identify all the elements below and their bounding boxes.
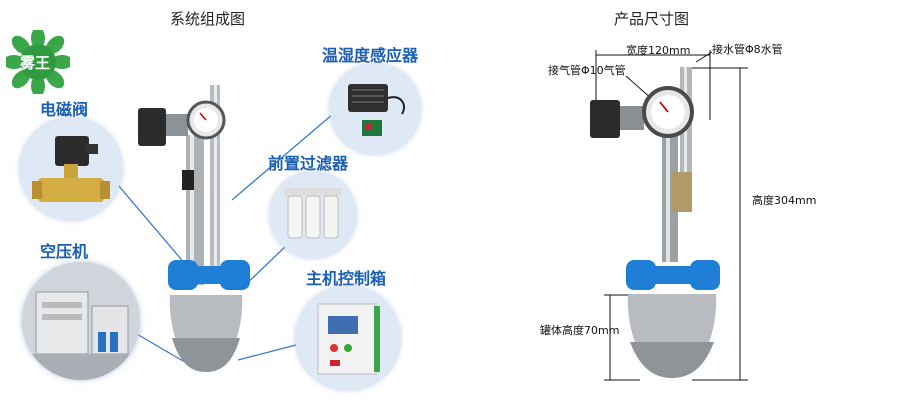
solenoid-valve-image	[20, 118, 122, 220]
dimension-diagram-title: 产品尺寸图	[614, 10, 690, 28]
air-compressor-label: 空压机	[40, 242, 89, 261]
prefilter-image	[270, 172, 356, 258]
humidity-sensor-image	[330, 64, 420, 154]
brand-logo: 雾王 ®	[3, 27, 73, 97]
air-compressor-image	[22, 262, 140, 380]
height-dimension-label: 高度304mm	[752, 194, 817, 207]
solenoid-valve-label: 电磁阀	[40, 100, 89, 119]
humidity-sensor-label: 温湿度感应器	[322, 46, 419, 65]
water-pipe-label: 接水管Φ8水管	[712, 43, 783, 56]
tank-height-label: 罐体高度70mm	[540, 324, 620, 337]
dimension-product-image	[590, 67, 720, 378]
system-diagram-title: 系统组成图	[170, 10, 246, 28]
control-box-image	[296, 286, 400, 390]
system-product-image	[138, 85, 250, 372]
width-dimension-label: 宽度120mm	[626, 44, 691, 57]
leaf-wreath-logo-icon	[3, 27, 73, 97]
logo-registered-mark: ®	[50, 38, 58, 47]
logo-text: 雾王	[20, 54, 51, 72]
prefilter-label: 前置过滤器	[268, 154, 349, 173]
control-box-label: 主机控制箱	[306, 269, 387, 288]
air-pipe-label: 接气管Φ10气管	[548, 64, 626, 77]
